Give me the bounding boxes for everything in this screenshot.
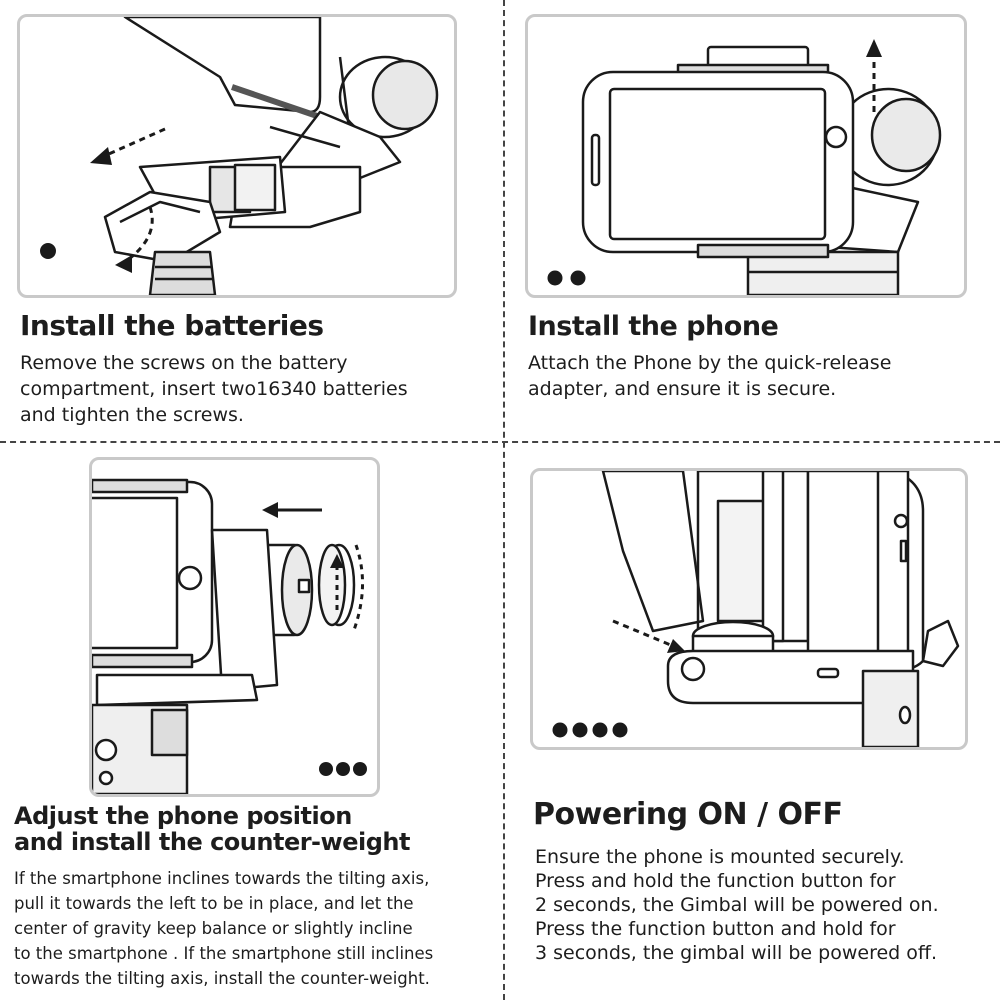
phone-mount-illustration — [581, 39, 942, 295]
step-3-line: If the smartphone inclines towards the t… — [14, 869, 430, 888]
counterweight-illustration — [92, 478, 364, 794]
step-3-title-line: and install the counter-weight — [14, 828, 410, 856]
step-2-title: Install the phone — [528, 311, 779, 342]
step-1-title: Install the batteries — [20, 309, 324, 342]
step-4-line: Press and hold the function button for — [535, 870, 896, 892]
power-button-illustration — [601, 471, 960, 747]
step-3-line: pull it towards the left to be in place,… — [14, 894, 414, 913]
step-dot — [40, 243, 56, 259]
battery-illustration-panel — [17, 14, 457, 298]
counterweight-illustration-panel — [89, 457, 380, 797]
vertical-dashed-divider — [503, 0, 505, 1000]
step-1-line: Remove the screws on the battery — [20, 352, 348, 374]
power-illustration-panel — [530, 468, 968, 750]
step-3-description: If the smartphone inclines towards the t… — [14, 866, 433, 991]
step-3-line: towards the tilting axis, install the co… — [14, 969, 430, 988]
step-3-title: Adjust the phone position and install th… — [14, 803, 410, 855]
step-2-line: adapter, and ensure it is secure. — [528, 378, 837, 400]
step-4-line: Press the function button and hold for — [535, 918, 896, 940]
step-4-description: Ensure the phone is mounted securely. Pr… — [535, 845, 939, 965]
step-dots — [552, 722, 628, 738]
step-3-line: to the smartphone . If the smartphone st… — [14, 944, 434, 963]
step-4-title: Powering ON / OFF — [533, 797, 843, 832]
step-4-line: 3 seconds, the gimbal will be powered of… — [535, 942, 938, 964]
step-dots — [319, 762, 367, 776]
step-3-line: center of gravity keep balance or slight… — [14, 919, 413, 938]
step-2-description: Attach the Phone by the quick-release ad… — [528, 350, 891, 402]
step-1-description: Remove the screws on the battery compart… — [20, 350, 408, 428]
step-1-line: and tighten the screws. — [20, 404, 244, 426]
step-2-line: Attach the Phone by the quick-release — [528, 352, 892, 374]
phone-install-illustration-panel — [525, 14, 967, 298]
step-4-line: 2 seconds, the Gimbal will be powered on… — [535, 894, 939, 916]
step-dots — [547, 270, 586, 286]
step-4-line: Ensure the phone is mounted securely. — [535, 846, 905, 868]
horizontal-dashed-divider — [0, 441, 1000, 443]
step-1-line: compartment, insert two16340 batteries — [20, 378, 408, 400]
battery-compartment-illustration — [90, 17, 439, 295]
step-3-title-line: Adjust the phone position — [14, 802, 352, 830]
